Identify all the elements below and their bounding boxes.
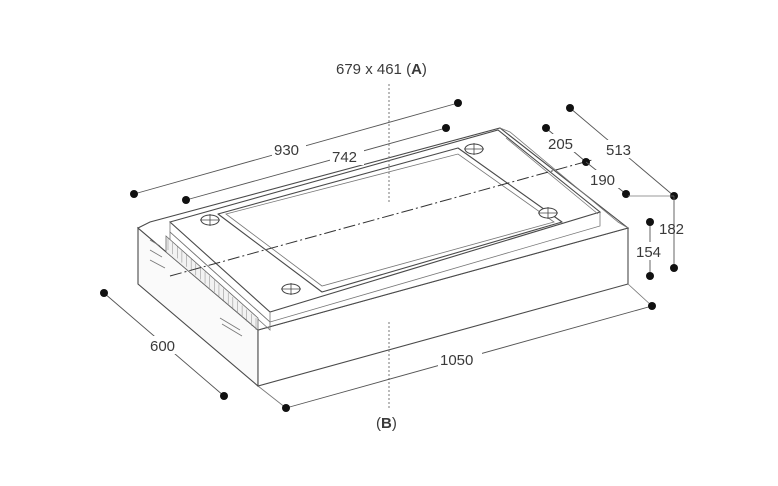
label-1050-bg xyxy=(438,350,482,368)
cutout-dimension: 679 x 461 xyxy=(336,61,402,78)
label-1050: 1050 xyxy=(440,352,473,369)
label-154-bg xyxy=(634,242,666,260)
vent-grille xyxy=(165,231,271,331)
mounting-hole-1 xyxy=(200,214,220,226)
label-205-bg xyxy=(546,134,580,152)
cutout-ref: A xyxy=(411,61,422,78)
label-205: 205 xyxy=(548,136,573,153)
right-end-slot-inner xyxy=(505,137,599,215)
label-513: 513 xyxy=(606,142,631,159)
bottom-ref-label: (B) xyxy=(376,415,397,432)
label-742-bg xyxy=(330,147,364,165)
right-end-slot xyxy=(499,127,629,229)
dim-182 xyxy=(628,195,678,272)
label-190: 190 xyxy=(590,172,615,189)
label-930: 930 xyxy=(274,142,299,159)
label-600: 600 xyxy=(150,338,175,355)
dim-742 xyxy=(182,124,450,204)
label-190-bg xyxy=(588,170,622,188)
label-930-bg xyxy=(272,140,306,158)
center-line xyxy=(169,159,593,277)
glass-panel xyxy=(217,147,563,293)
label-182: 182 xyxy=(659,221,684,238)
mounting-hole-4 xyxy=(281,283,301,295)
cutout-label-bg xyxy=(334,58,442,78)
glass-panel-inner xyxy=(225,153,555,287)
side-vent-slots xyxy=(149,239,243,337)
vent-grille-lines xyxy=(167,238,257,330)
cutout-label: 679 x 461 (A) xyxy=(336,61,427,78)
frame-edge-front xyxy=(269,212,601,323)
bottom-ref: B xyxy=(381,415,392,432)
mounting-hole-2 xyxy=(464,143,484,155)
label-154: 154 xyxy=(636,244,661,261)
label-513-bg xyxy=(604,140,638,158)
label-600-bg xyxy=(148,336,182,354)
dim-154 xyxy=(627,218,654,307)
label-742: 742 xyxy=(332,149,357,166)
mounting-hole-3 xyxy=(538,207,558,219)
